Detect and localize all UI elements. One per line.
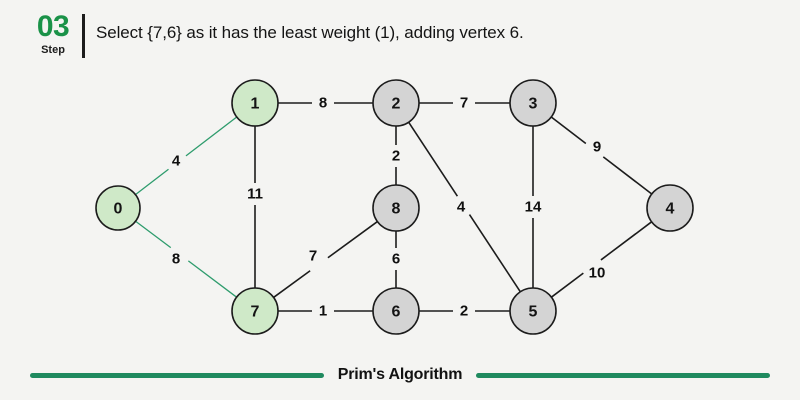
graph-edge-4-5 [600,221,653,261]
graph-edge-0-7 [135,220,172,249]
edges-layer: 4 8 8 11 7 2 4 9 14 10 7 1 6 2 [135,95,653,320]
edge-weight-2-3: 7 [460,95,468,112]
node-label-6: 6 [392,304,401,321]
footer-rule-right [476,372,771,378]
graph-edge-4-5 [550,272,584,298]
edge-weight-1-7: 11 [247,186,263,203]
edge-weight-3-5: 14 [525,199,542,216]
graph-node-4[interactable]: 4 [646,184,694,232]
graph-edge-3-4 [602,156,653,195]
nodes-layer: 0 1 7 2 8 6 3 5 4 [95,79,694,335]
graph-node-2[interactable]: 2 [372,79,420,127]
node-label-1: 1 [251,96,260,113]
graph-edge-0-7 [187,260,238,298]
node-circle-7[interactable] [231,287,279,335]
graph-node-8[interactable]: 8 [372,184,420,232]
header-divider [82,14,85,58]
edge-weight-2-8: 2 [392,148,400,165]
footer-inner: Prim's Algorithm [30,366,771,384]
node-circle-3[interactable] [509,79,557,127]
graph-edge-0-1 [185,116,238,157]
graph-edge-2-5 [468,214,522,293]
edge-weight-3-4: 9 [593,139,601,156]
footer-title: Prim's Algorithm [337,366,463,383]
node-label-4: 4 [666,201,675,218]
edge-weight-2-5: 4 [457,199,466,216]
edge-weight-7-6: 1 [319,303,327,320]
graph-edge-2-5 [407,121,459,197]
graph-node-6[interactable]: 6 [372,287,420,335]
edge-weight-0-1: 4 [172,153,181,170]
node-label-8: 8 [392,201,401,218]
node-circle-1[interactable] [231,79,279,127]
graph-edge-3-4 [550,116,587,145]
graph-node-0[interactable]: 0 [95,185,141,231]
node-circle-2[interactable] [372,79,420,127]
slide-header: 03 Step Select {7,6} as it has the least… [0,0,800,70]
node-circle-8[interactable] [372,184,420,232]
step-label: Step [41,44,65,56]
edge-weight-0-7: 8 [172,251,180,268]
graph-edge-7-8 [273,270,311,299]
step-number: 03 [36,10,70,43]
graph-edge-0-1 [135,168,169,196]
step-indicator: 03 Step [24,12,82,57]
edge-weight-6-5: 2 [460,303,468,320]
graph-svg: 4 8 8 11 7 2 4 9 14 10 7 1 6 2 0 1 7 2 8 6 3 5 4 [95,79,694,335]
step-description: Select {7,6} as it has the least weight … [96,23,524,42]
node-label-0: 0 [114,201,123,218]
graph-edge-7-8 [327,220,378,259]
edge-weight-1-2: 8 [319,95,327,112]
node-circle-0[interactable] [95,185,141,231]
node-circle-4[interactable] [646,184,694,232]
graph-diagram: 4 8 8 11 7 2 4 9 14 10 7 1 6 2 0 1 7 2 8 6 3 5 4 [0,60,800,350]
node-label-5: 5 [529,304,538,321]
node-label-2: 2 [392,96,401,113]
node-circle-5[interactable] [509,287,557,335]
node-label-7: 7 [251,304,260,321]
graph-node-7[interactable]: 7 [231,287,279,335]
graph-node-1[interactable]: 1 [231,79,279,127]
slide-footer: Prim's Algorithm [0,352,800,400]
edge-weight-7-8: 7 [309,248,317,265]
edge-weight-4-5: 10 [589,265,606,282]
graph-node-5[interactable]: 5 [509,287,557,335]
edge-weight-6-8: 6 [392,251,400,268]
node-circle-6[interactable] [372,287,420,335]
footer-rule-left [30,372,324,378]
graph-node-3[interactable]: 3 [509,79,557,127]
node-label-3: 3 [529,96,538,113]
